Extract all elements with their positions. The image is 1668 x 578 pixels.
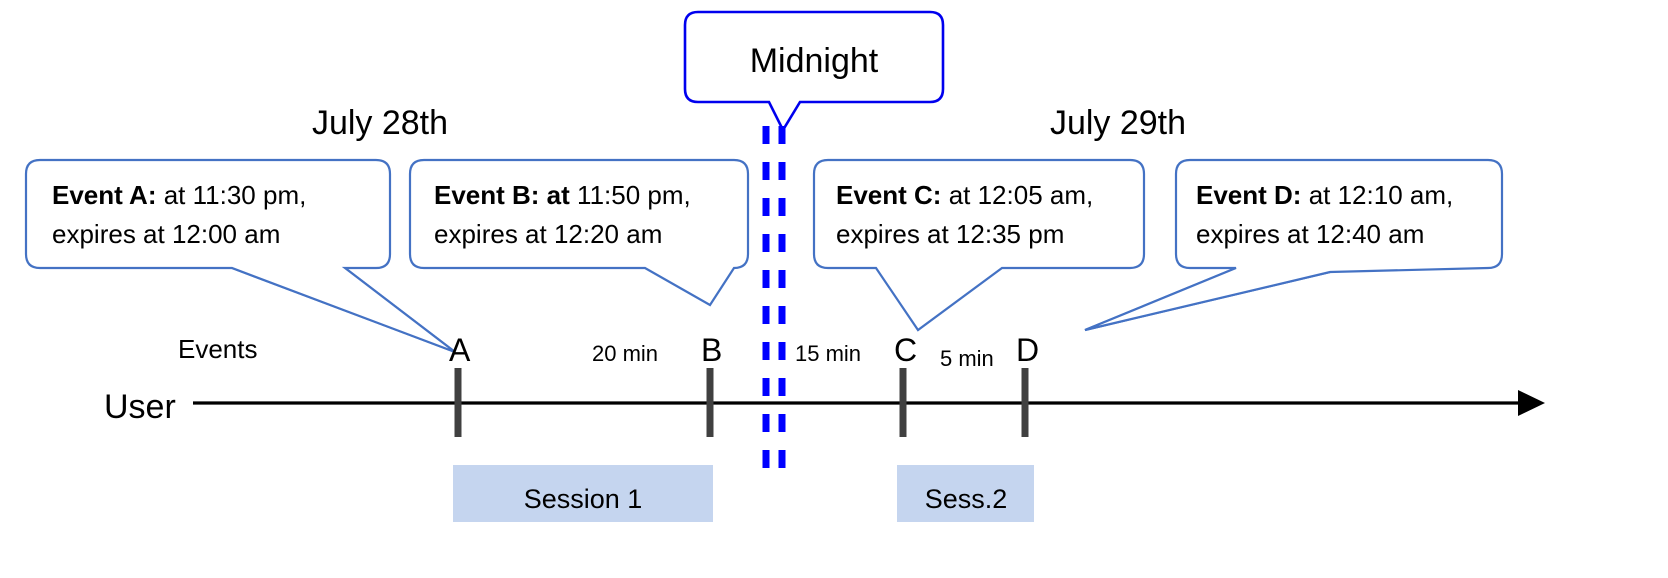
session-1-rect: [453, 465, 713, 522]
user-row-label: User: [104, 388, 176, 426]
timeline-axis: [193, 390, 1545, 416]
event-d-callout: [1084, 158, 1504, 332]
midnight-label: Midnight: [750, 42, 879, 80]
event-b-bold: Event B: at: [434, 180, 570, 210]
midnight-callout-shape: [683, 10, 945, 133]
duration-cd-label: 5 min: [940, 346, 994, 371]
event-a-callout: [24, 158, 456, 354]
event-a-line2: expires at 12:00 am: [52, 219, 280, 249]
event-d-bold: Event D:: [1196, 180, 1301, 210]
session-2-label: Sess.2: [925, 484, 1008, 514]
event-c-rest: at 12:05 am,: [941, 180, 1093, 210]
midnight-dashed-line: [762, 126, 786, 470]
midnight-callout: [683, 10, 945, 133]
event-a-rest: at 11:30 pm,: [157, 180, 307, 210]
event-c-line1: Event C: at 12:05 am,: [836, 180, 1093, 210]
event-d-line2: expires at 12:40 am: [1196, 219, 1424, 249]
marker-d-label: D: [1016, 332, 1039, 368]
marker-a-label: A: [449, 332, 471, 368]
event-c-callout-box: [812, 158, 1146, 332]
events-row-label: Events: [178, 334, 258, 364]
event-b-line2: expires at 12:20 am: [434, 219, 662, 249]
event-c-bold: Event C:: [836, 180, 941, 210]
event-a-bold: Event A:: [52, 180, 157, 210]
event-b-line1: Event B: at 11:50 pm,: [434, 180, 691, 210]
session-2-rect: [897, 465, 1034, 522]
event-d-rest: at 12:10 am,: [1301, 180, 1453, 210]
event-d-callout-box: [1084, 158, 1504, 332]
event-b-rest: 11:50 pm,: [570, 180, 691, 210]
event-b-callout-box: [408, 158, 750, 307]
event-a-callout-box: [24, 158, 456, 354]
event-c-line2: expires at 12:35 pm: [836, 219, 1064, 249]
date-label-right: July 29th: [1050, 104, 1186, 142]
axis-arrowhead: [1518, 390, 1545, 416]
date-label-left: July 28th: [312, 104, 448, 142]
event-a-line1: Event A: at 11:30 pm,: [52, 180, 306, 210]
marker-c-label: C: [894, 332, 917, 368]
event-b-callout: [408, 158, 750, 307]
event-d-line1: Event D: at 12:10 am,: [1196, 180, 1453, 210]
duration-ab-label: 20 min: [592, 341, 658, 366]
event-c-callout: [812, 158, 1146, 332]
duration-bc-label: 15 min: [795, 341, 861, 366]
session-1-label: Session 1: [524, 484, 643, 514]
marker-b-label: B: [701, 332, 722, 368]
